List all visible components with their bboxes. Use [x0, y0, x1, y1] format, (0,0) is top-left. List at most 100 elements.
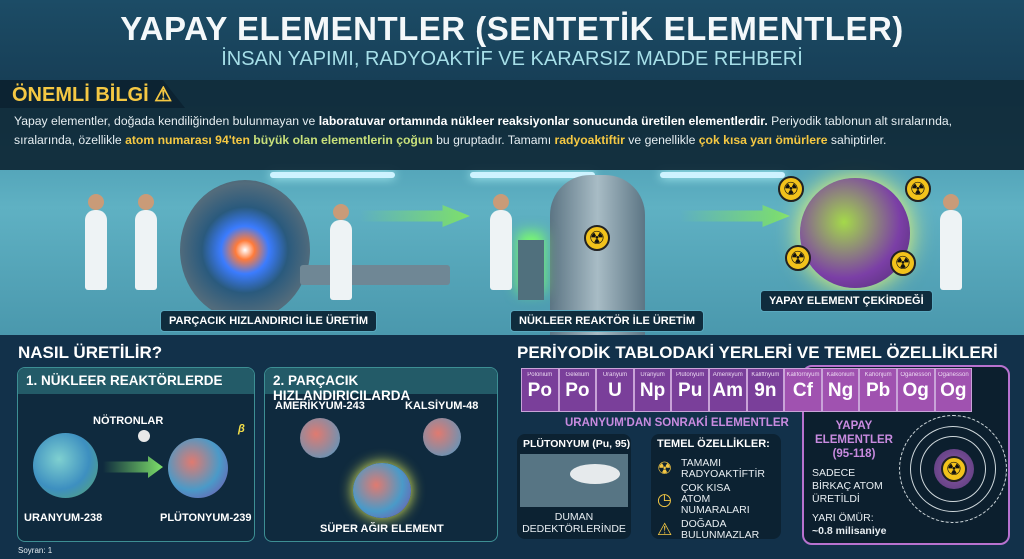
text: sahiptirler.: [827, 133, 887, 147]
particle-accelerator: [180, 180, 310, 320]
beam-table: [300, 265, 450, 285]
gauge-icon: ◷: [657, 489, 672, 509]
panel-title: 1. NÜKLEER REAKTÖRLERDE: [18, 368, 254, 394]
element-name: Kahonjum: [864, 372, 892, 378]
element-symbol: Pu: [678, 380, 703, 401]
info-text: Yapay elementler, doğada kendiliğinden b…: [14, 112, 1014, 150]
element-name: Amerikyum: [712, 372, 743, 378]
scientist: [940, 194, 962, 290]
radiation-icon: ☢: [657, 459, 673, 478]
radiation-icon: ☢: [941, 456, 967, 482]
reactor-panel: 1. NÜKLEER REAKTÖRLERDE NÖTRONLAR β URAN…: [17, 367, 255, 542]
arrow-icon: [680, 205, 790, 227]
half-life-value: ~0.8 milisaniye: [812, 525, 887, 537]
element-symbol: Cf: [792, 380, 813, 401]
arrow-icon: [360, 205, 470, 227]
text: ELEMENTLER: [815, 434, 893, 446]
source-note: Soyran: 1: [18, 546, 53, 555]
element-name: Polonium: [527, 372, 553, 378]
label-accelerator: PARÇACIK HIZLANDIRICI İLE ÜRETİM: [160, 310, 378, 332]
element-name: Oganesson: [900, 372, 932, 378]
after-uranium-label: URANYUM'DAN SONRAKİ ELEMENTLER: [565, 417, 789, 429]
element-symbol: Og: [902, 380, 929, 401]
text: DUMAN: [554, 511, 594, 523]
text: DOĞADA: [681, 518, 727, 530]
element-symbol: Po: [527, 380, 552, 401]
ceiling-light: [660, 172, 785, 178]
scientist: [330, 204, 352, 300]
text: ÇOK KISA: [680, 482, 731, 494]
text: radyoaktiftir: [554, 133, 625, 147]
label-reactor: NÜKLEER REAKTÖR İLE ÜRETİM: [510, 310, 704, 332]
text: atom numarası 94'ten: [125, 133, 250, 147]
element-name: Uranyum: [602, 372, 628, 378]
uranium-label: URANYUM-238: [24, 512, 103, 524]
plutonium-nucleus: [168, 438, 228, 498]
radiation-icon: ☢: [778, 176, 804, 202]
scientist: [135, 194, 157, 290]
neutron-icon: [138, 430, 150, 442]
text: BULUNMAZLAR: [681, 529, 760, 541]
element-name: Oganesson: [937, 372, 969, 378]
americium-nucleus: [300, 418, 340, 458]
element-name: Uranyum: [640, 372, 665, 378]
calcium-nucleus: [423, 418, 461, 456]
info-tab: [0, 80, 185, 108]
radiation-icon: ☢: [890, 250, 916, 276]
radiation-icon: ☢: [785, 245, 811, 271]
text: TAMAMI: [681, 457, 722, 469]
features-title: TEMEL ÖZELLİKLER:: [657, 438, 770, 450]
info-title: ÖNEMLİ BİLGİ ⚠: [12, 82, 172, 107]
superheavy-nucleus: [353, 463, 411, 518]
element-name: Plütonyum: [675, 372, 705, 378]
smoke-detector-image: [520, 454, 628, 507]
superheavy-label: SÜPER AĞIR ELEMENT: [320, 523, 444, 535]
element-symbol: Pb: [866, 380, 891, 401]
green-vat: [518, 240, 544, 300]
scientist: [85, 194, 107, 290]
page-subtitle: İNSAN YAPIMI, RADYOAKTİF VE KARARSIZ MAD…: [221, 48, 803, 70]
info-title-text: ÖNEMLİ BİLGİ: [12, 84, 149, 106]
neutrons-label: NÖTRONLAR: [93, 415, 164, 427]
text: büyük olan elementlerin çoğun: [249, 133, 433, 147]
periodic-title: PERİYODİK TABLODAKİ YERLERİ VE TEMEL ÖZE…: [517, 343, 998, 362]
text: RADYOAKTİFTİR: [681, 468, 766, 480]
text: ÜRETİLDİ: [812, 493, 860, 505]
element-symbol: Ng: [827, 380, 854, 401]
text: çok kısa yarı ömürlere: [698, 133, 828, 147]
element-name: Kalkonium: [826, 372, 855, 378]
text: YAPAY: [835, 420, 873, 432]
page-title: YAPAY ELEMENTLER (SENTETİK ELEMENTLER): [120, 10, 904, 47]
label-nucleus: YAPAY ELEMENT ÇEKİRDEĞİ: [760, 290, 933, 312]
element-symbol: Po: [565, 380, 590, 401]
element-symbol: Og: [940, 380, 967, 401]
text: YARI ÖMÜR:: [812, 512, 874, 524]
plutonium-card-title: PLÜTONYUM (Pu, 95): [523, 438, 631, 450]
beta-label: β: [238, 423, 245, 435]
header: [0, 0, 1024, 80]
element-symbol: U: [608, 380, 622, 401]
panel-title: 2. PARÇACIK HIZLANDIRICILARDA: [265, 368, 497, 403]
warning-icon: ⚠: [154, 84, 173, 106]
uranium-nucleus: [33, 433, 98, 498]
production-title: NASIL ÜRETİLİR?: [18, 343, 163, 362]
plutonium-label: PLÜTONYUM-239: [160, 512, 252, 524]
americium-label: AMERİKYUM-243: [275, 400, 365, 412]
text: Periyodik tablonun alt sıralarında, sıra…: [14, 114, 953, 147]
element-name: Kaliftnyum: [751, 372, 780, 378]
text: laboratuvar ortamında nükleer reaksiyonl…: [318, 114, 768, 128]
text: BİRKAÇ ATOM: [812, 480, 883, 492]
radiation-icon: ☢: [905, 176, 931, 202]
